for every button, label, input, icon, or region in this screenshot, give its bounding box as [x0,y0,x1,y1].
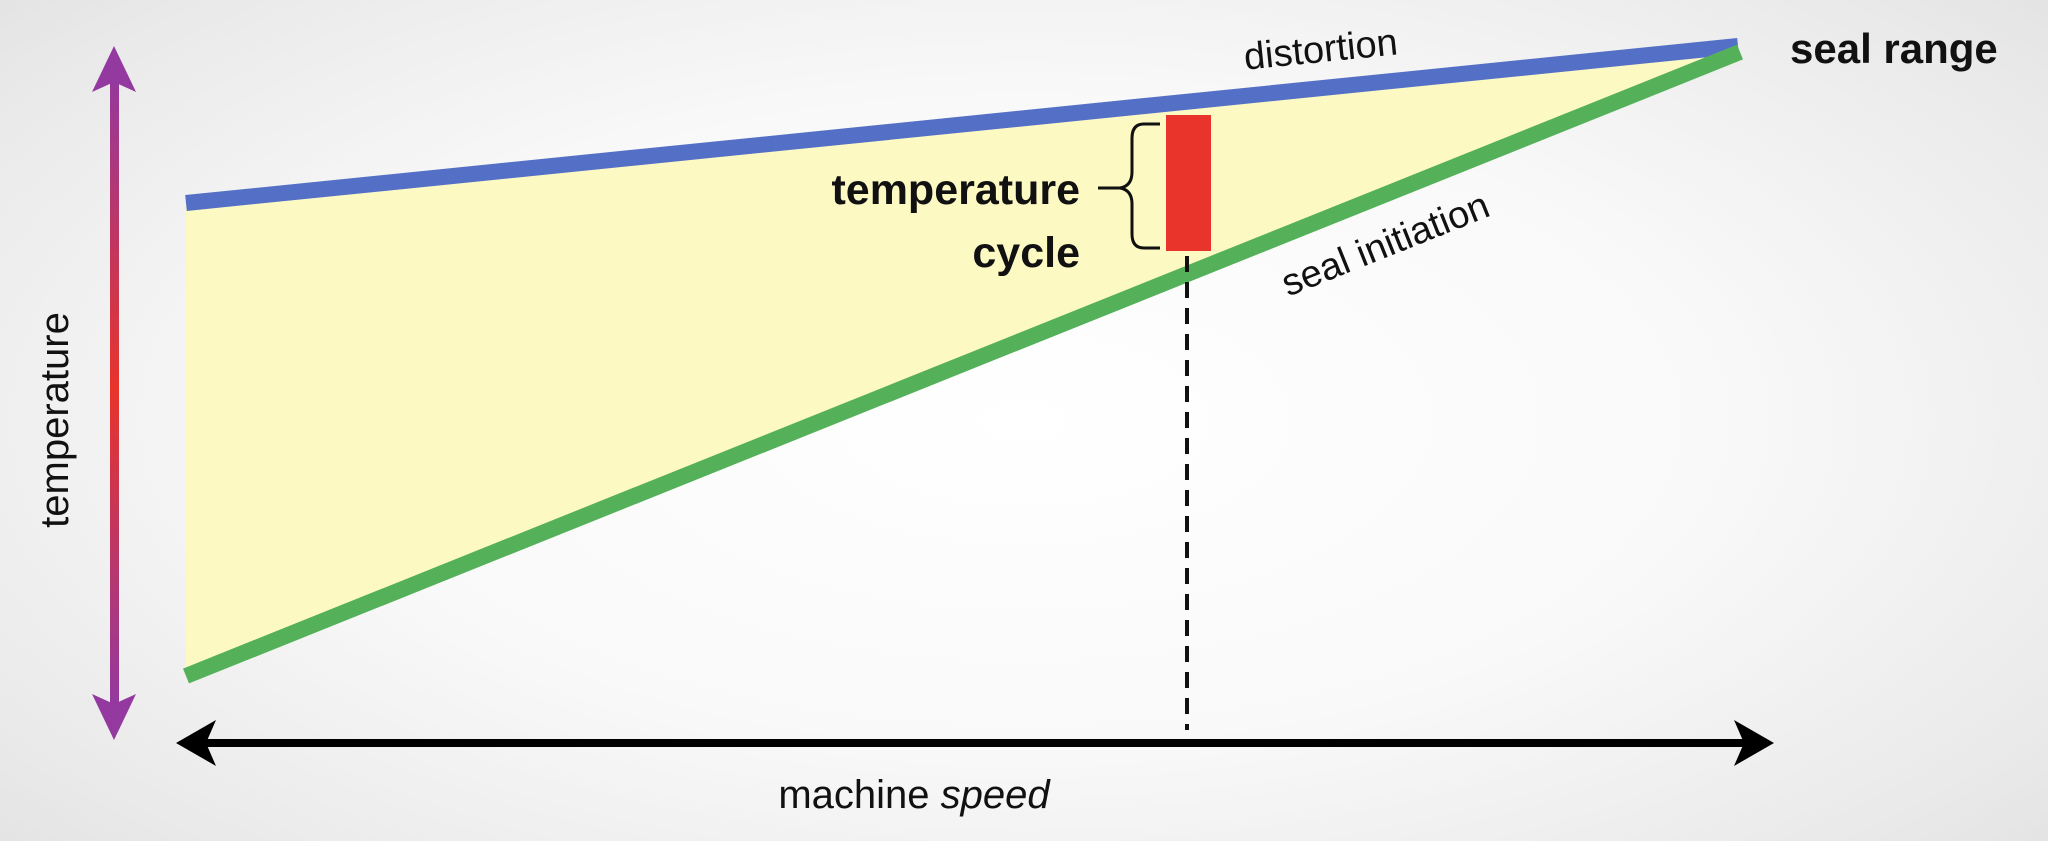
temperature-cycle-bracket [1098,122,1160,250]
machine-speed-label: machine speed [778,773,1051,817]
machine-speed-label-prefix: machine [778,773,929,817]
temperature-axis-label: temperature [33,312,77,528]
temperature-axis-line [110,74,119,704]
temperature-cycle-bar [1166,115,1211,251]
temperature-cycle-label-line1: temperature [831,166,1080,214]
seal-initiation-line [183,44,1743,684]
distortion-label: distortion [1242,21,1400,78]
distortion-line [185,38,1739,211]
machine-speed-label-emphasis: speed [941,773,1052,817]
temperature-axis-bottom-arrowhead [92,694,136,740]
speed-axis-right-arrowhead [1734,720,1774,766]
temperature-axis-top-arrowhead [92,46,136,92]
seal-range-label: seal range [1790,25,1998,72]
speed-axis-left-arrowhead [176,720,216,766]
temperature-cycle-label-line2: cycle [972,229,1080,277]
